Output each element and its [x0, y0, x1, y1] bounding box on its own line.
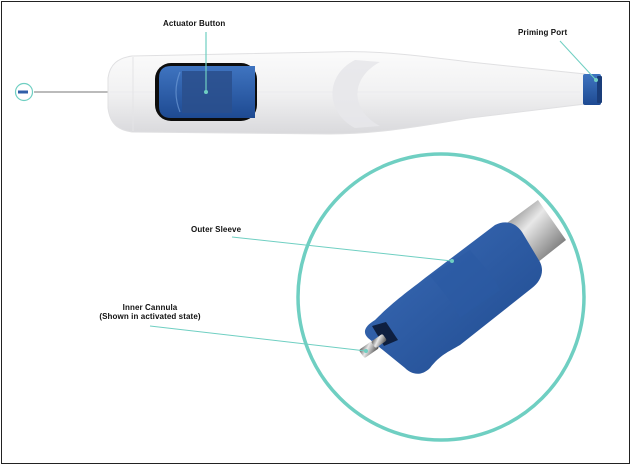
callout-line-outer-sleeve [231, 236, 453, 262]
callout-line-inner-cannula [149, 325, 367, 352]
device-full-view [14, 51, 602, 135]
label-inner-cannula-note: (Shown in activated state) [99, 312, 201, 321]
grip-contour [332, 60, 380, 128]
cannula-opening [372, 322, 398, 346]
label-inner-cannula-title: Inner Cannula [122, 303, 178, 312]
needle-tip-callout-circle [14, 82, 34, 102]
label-priming-port: Priming Port [518, 28, 568, 37]
inner-cannula [359, 334, 387, 358]
needle-tip [18, 90, 28, 94]
label-actuator-button: Actuator Button [163, 19, 226, 28]
label-inner-cannula: Inner Cannula (Shown in activated state) [85, 303, 215, 321]
device-tip-detail [359, 200, 566, 374]
label-outer-sleeve: Outer Sleeve [191, 225, 242, 234]
callout-line-priming-port [559, 40, 597, 81]
